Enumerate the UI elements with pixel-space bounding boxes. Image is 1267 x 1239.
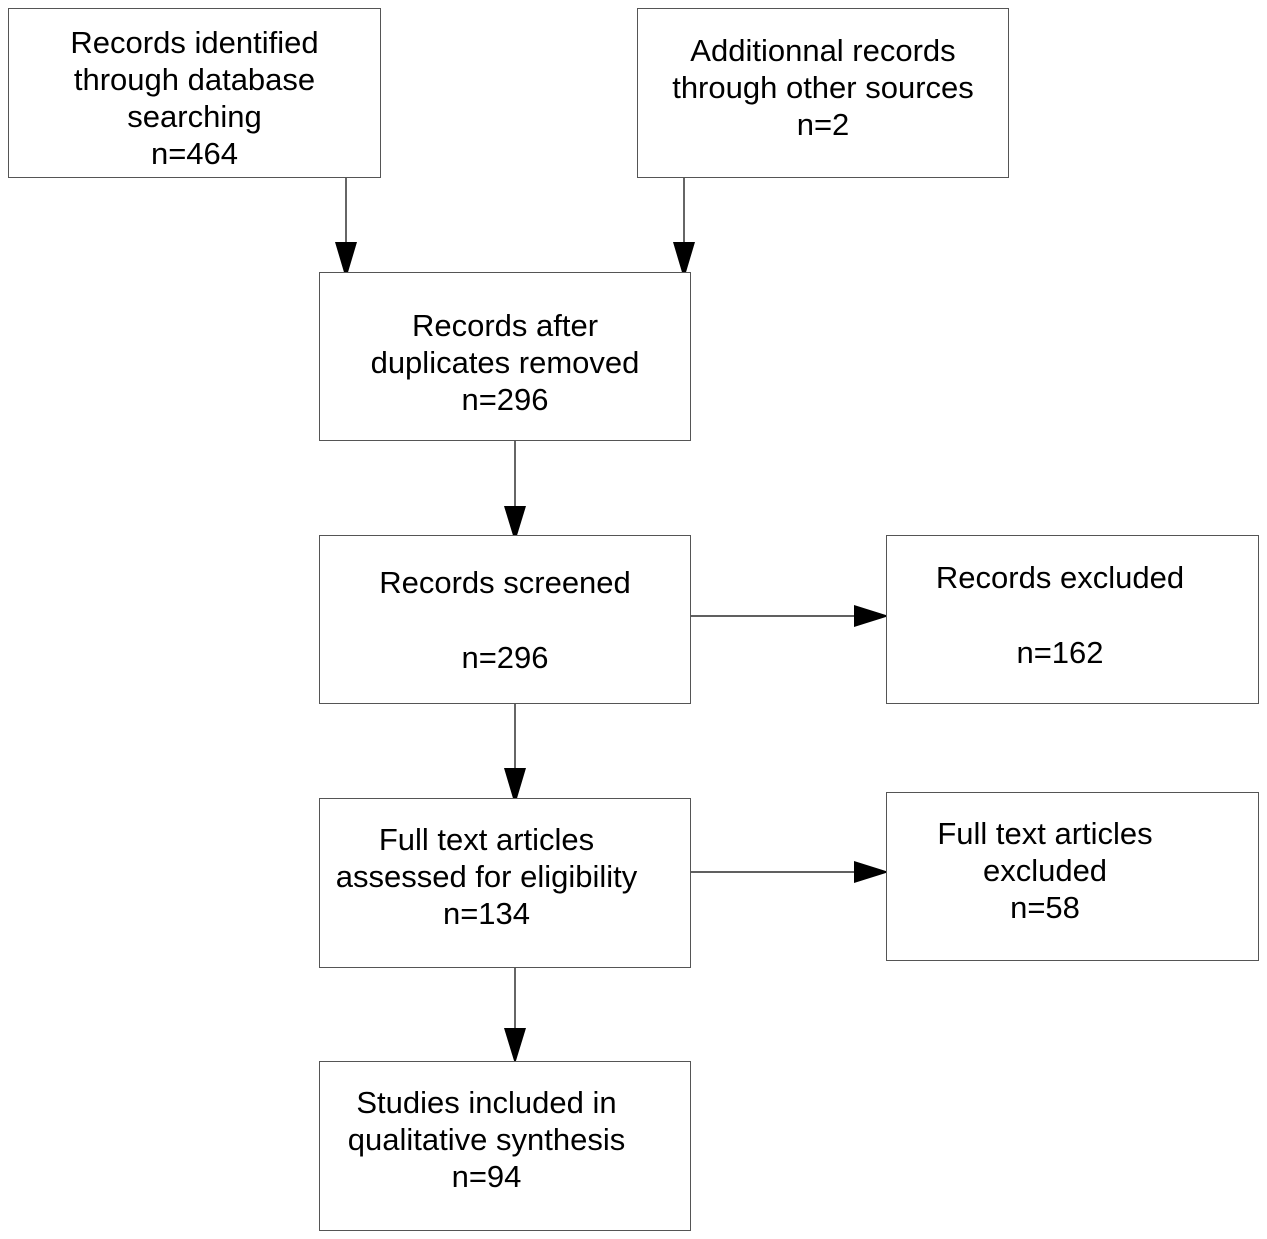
box-text-line: Full text articles bbox=[378, 822, 595, 857]
box-text-line: Records after bbox=[411, 308, 599, 343]
box-count: n=94 bbox=[451, 1159, 522, 1194]
arrow-other-sources-to-duplicates bbox=[673, 178, 695, 279]
box-text-line: through database bbox=[73, 62, 316, 97]
box-count: n=296 bbox=[461, 382, 549, 417]
arrow-screened-to-fulltext bbox=[504, 704, 526, 805]
arrow-fulltext-to-excluded bbox=[684, 861, 889, 883]
box-count: n=2 bbox=[796, 107, 850, 142]
box-count: n=58 bbox=[1010, 890, 1080, 925]
box-text-line: qualitative synthesis bbox=[347, 1122, 626, 1157]
arrow-duplicates-to-screened bbox=[504, 440, 526, 542]
box-text-line: duplicates removed bbox=[370, 345, 640, 380]
box-text-line: through other sources bbox=[672, 70, 974, 105]
arrow-database-to-duplicates bbox=[335, 170, 357, 279]
box-count: n=134 bbox=[442, 896, 531, 931]
box-text-line: excluded bbox=[982, 853, 1108, 888]
arrow-screened-to-excluded bbox=[684, 605, 889, 627]
box-text-line: Full text articles bbox=[937, 816, 1153, 851]
box-full-text-excluded: Full text articles excluded n=58 bbox=[886, 792, 1259, 961]
box-text-line: Records excluded bbox=[935, 560, 1185, 595]
box-count: n=162 bbox=[1016, 635, 1104, 670]
box-studies-included: Studies included in qualitative synthesi… bbox=[319, 1061, 691, 1231]
box-records-after-duplicates: Records after duplicates removed n=296 bbox=[319, 272, 691, 441]
box-count: n=296 bbox=[461, 640, 549, 675]
box-text-line: assessed for eligibility bbox=[335, 859, 638, 894]
box-full-text-assessed: Full text articles assessed for eligibil… bbox=[319, 798, 691, 968]
arrow-fulltext-to-included bbox=[504, 960, 526, 1064]
box-count: n=464 bbox=[150, 136, 239, 171]
box-text-line: Records identified bbox=[70, 25, 319, 60]
box-text-line: Additionnal records bbox=[690, 33, 956, 68]
box-text-line: Studies included in bbox=[356, 1085, 617, 1120]
box-text-line: Records screened bbox=[379, 565, 631, 600]
box-text-line: searching bbox=[127, 99, 262, 134]
box-records-identified-database: Records identified through database sear… bbox=[8, 8, 381, 178]
box-records-excluded: Records excluded n=162 bbox=[886, 535, 1259, 704]
box-additional-records-other-sources: Additionnal records through other source… bbox=[637, 8, 1009, 178]
box-records-screened: Records screened n=296 bbox=[319, 535, 691, 704]
